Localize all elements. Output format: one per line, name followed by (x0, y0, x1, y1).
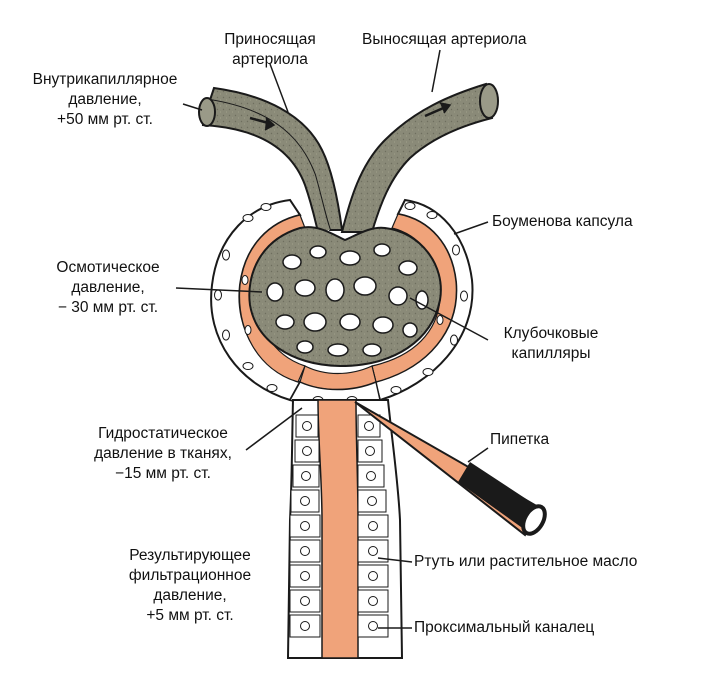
label-osmotic-pressure: Осмотическое давление, − 30 мм рт. ст. (38, 258, 178, 318)
label-bowman-capsule: Боуменова капсула (492, 212, 633, 232)
label-line: Осмотическое (56, 259, 160, 276)
label-hydrostatic-pressure: Гидростатическое давление в тканях, −15 … (78, 424, 248, 484)
proximal-tubule (286, 399, 404, 659)
label-line: давление, (71, 279, 145, 296)
label-line: Ртуть или растительное масло (414, 553, 638, 570)
label-line: Гидростатическое (98, 425, 228, 442)
label-line: Проксимальный каналец (414, 619, 595, 636)
pipette (354, 401, 547, 537)
label-proximal-tubule: Проксимальный каналец (414, 618, 594, 638)
label-line: +50 мм рт. ст. (57, 111, 153, 128)
label-glomerular-capillaries: Клубочковые капилляры (486, 324, 616, 364)
label-line: Выносящая артериола (362, 31, 527, 48)
glomerular-capillaries (248, 226, 442, 368)
label-line: Пипетка (490, 431, 550, 448)
label-line: давление, (153, 587, 227, 604)
label-line: +5 мм рт. ст. (146, 607, 234, 624)
label-line: Клубочковые (503, 325, 599, 342)
label-line: давление, (68, 91, 142, 108)
label-line: капилляры (511, 345, 591, 362)
afferent-arteriole (198, 86, 344, 233)
label-efferent-arteriole: Выносящая артериола (362, 30, 527, 50)
label-afferent-arteriole: Приносящая артериола (210, 30, 330, 70)
label-line: фильтрационное (128, 567, 252, 584)
label-line: Приносящая (224, 31, 316, 48)
label-line: Боуменова капсула (492, 213, 633, 230)
label-net-filtration-pressure: Результирующее фильтрационное давление, … (110, 546, 270, 626)
label-pipette: Пипетка (490, 430, 549, 450)
leader-lines (175, 49, 489, 629)
label-intracapillary-pressure: Внутрикапиллярное давление, +50 мм рт. с… (20, 70, 190, 130)
label-line: − 30 мм рт. ст. (57, 299, 159, 316)
label-line: −15 мм рт. ст. (115, 465, 211, 482)
label-line: артериола (232, 51, 308, 68)
label-mercury-or-oil: Ртуть или растительное масло (414, 552, 637, 572)
efferent-arteriole (340, 82, 499, 233)
label-line: Внутрикапиллярное (32, 71, 178, 88)
label-line: давление в тканях, (94, 445, 232, 462)
label-line: Результирующее (129, 547, 251, 564)
